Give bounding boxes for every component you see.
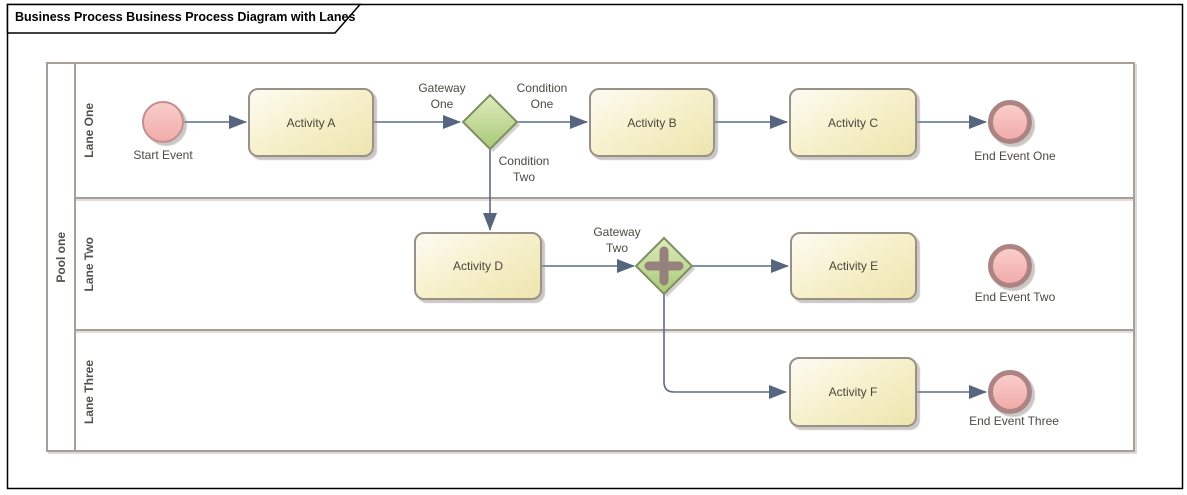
gateway-one-node[interactable]	[461, 93, 519, 151]
end-event-two-label[interactable]: End Event Two	[974, 290, 1056, 304]
activity-c-label: Activity C	[827, 115, 878, 130]
activity-d-node[interactable]: Activity D	[414, 232, 542, 300]
frame-border	[6, 3, 1184, 490]
gateway-one-label[interactable]: Gateway One	[418, 81, 466, 111]
activity-b-node[interactable]: Activity B	[589, 88, 715, 157]
title-tab-shape	[6, 3, 362, 34]
pool-name-cell[interactable]: Pool one	[48, 64, 76, 450]
flow-gateway-two-to-activity-f[interactable]	[663, 294, 787, 399]
end-event-one-label[interactable]: End Event One	[974, 149, 1056, 163]
end-event-two-node[interactable]	[988, 244, 1032, 288]
activity-e-node[interactable]: Activity E	[790, 232, 917, 300]
activity-a-label: Activity A	[286, 115, 336, 130]
lane-one[interactable]: Lane One	[76, 64, 1133, 199]
condition-one-label[interactable]: Condition One	[516, 81, 568, 111]
end-event-one-node[interactable]	[988, 100, 1032, 144]
activity-e-label: Activity E	[828, 259, 879, 273]
start-event-label[interactable]: Start Event	[133, 148, 193, 162]
activity-a-node[interactable]: Activity A	[248, 88, 374, 157]
activity-c-node[interactable]: Activity C	[789, 88, 917, 157]
condition-two-label[interactable]: Condition Two	[498, 154, 550, 184]
end-event-three-label[interactable]: End Event Three	[969, 414, 1059, 428]
lane-two[interactable]: Lane Two	[76, 199, 1133, 331]
gateway-two-label[interactable]: Gateway Two	[593, 225, 641, 255]
activity-f-label: Activity F	[828, 385, 878, 399]
activity-b-label: Activity B	[627, 115, 677, 130]
activity-f-node[interactable]: Activity F	[789, 357, 917, 427]
diagram-title: Business Process Business Process Diagra…	[15, 10, 356, 24]
start-event-node[interactable]	[142, 101, 184, 143]
lanes-container: Lane One Lane Two Lane Three	[76, 64, 1133, 450]
parallel-plus-icon	[644, 246, 684, 286]
end-event-three-node[interactable]	[988, 370, 1032, 414]
activity-d-label: Activity D	[452, 259, 503, 273]
